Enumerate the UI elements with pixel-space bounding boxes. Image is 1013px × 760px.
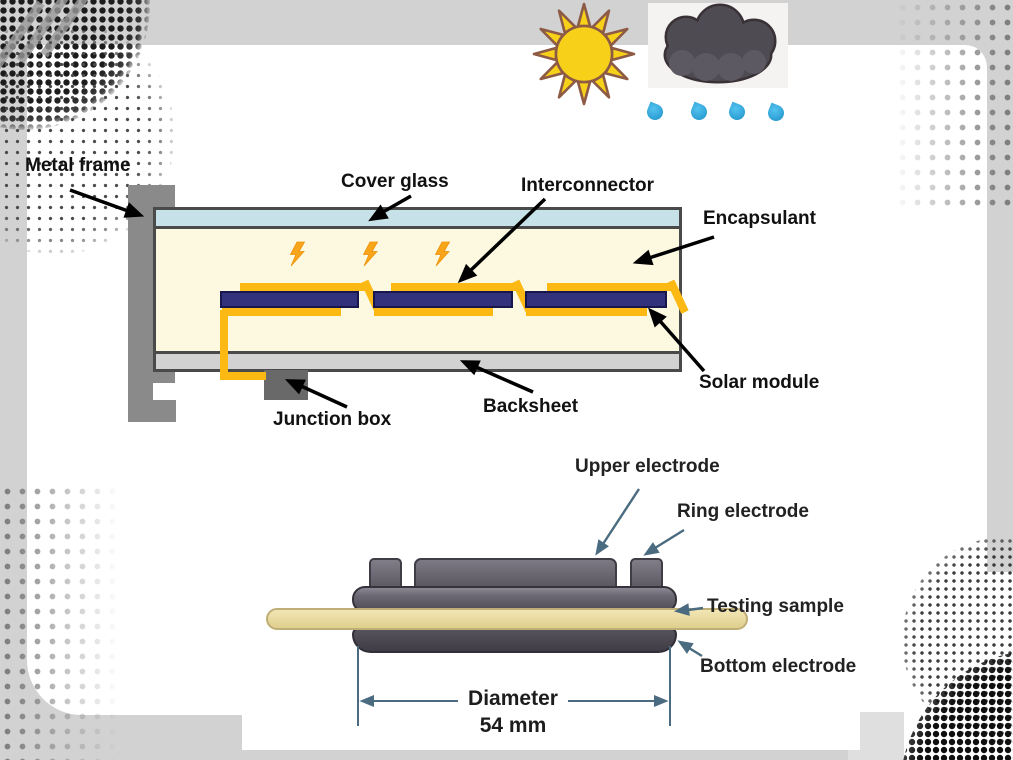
solar-cell — [220, 291, 359, 308]
label-testing-sample: Testing sample — [707, 596, 844, 617]
dot-grid-decoration-top-right — [880, 0, 1013, 208]
ring-electrode-post — [630, 558, 663, 591]
label-interconnector: Interconnector — [521, 175, 655, 196]
label-diameter: Diameter — [468, 687, 558, 710]
label-diameter-value: 54 mm — [479, 714, 547, 737]
rain-cloud-icon — [663, 3, 777, 84]
metal-frame-shape — [128, 185, 153, 422]
label-metal-frame: Metal frame — [25, 155, 131, 176]
label-junction-box: Junction box — [273, 409, 392, 430]
metal-frame-shape — [153, 371, 175, 383]
interconnector-ribbon — [374, 308, 493, 316]
label-backsheet: Backsheet — [483, 396, 579, 417]
label-bottom-electrode: Bottom electrode — [700, 656, 857, 677]
interconnector-ribbon — [547, 283, 674, 291]
bottom-electrode-shape — [352, 627, 677, 653]
label-encapsulant: Encapsulant — [703, 208, 816, 229]
solar-cell — [373, 291, 513, 308]
solar-cell — [525, 291, 667, 308]
label-cover-glass: Cover glass — [341, 171, 449, 192]
interconnector-ribbon — [240, 283, 368, 291]
label-upper-electrode: Upper electrode — [575, 456, 720, 477]
sun-icon — [532, 2, 636, 106]
metal-frame-shape — [128, 400, 176, 422]
testing-sample-shape — [266, 608, 748, 630]
interconnector-ribbon — [222, 308, 341, 316]
junction-box-shape — [264, 370, 308, 400]
output-wire — [220, 372, 266, 380]
label-ring-electrode: Ring electrode — [677, 501, 809, 522]
interconnector-ribbon — [391, 283, 519, 291]
backsheet-layer — [156, 351, 679, 369]
cover-glass-layer — [156, 210, 679, 229]
output-wire — [220, 310, 228, 380]
label-solar-module: Solar module — [699, 372, 820, 393]
dot-grid-decoration-bottom-left — [0, 484, 135, 760]
interconnector-ribbon — [526, 308, 647, 316]
